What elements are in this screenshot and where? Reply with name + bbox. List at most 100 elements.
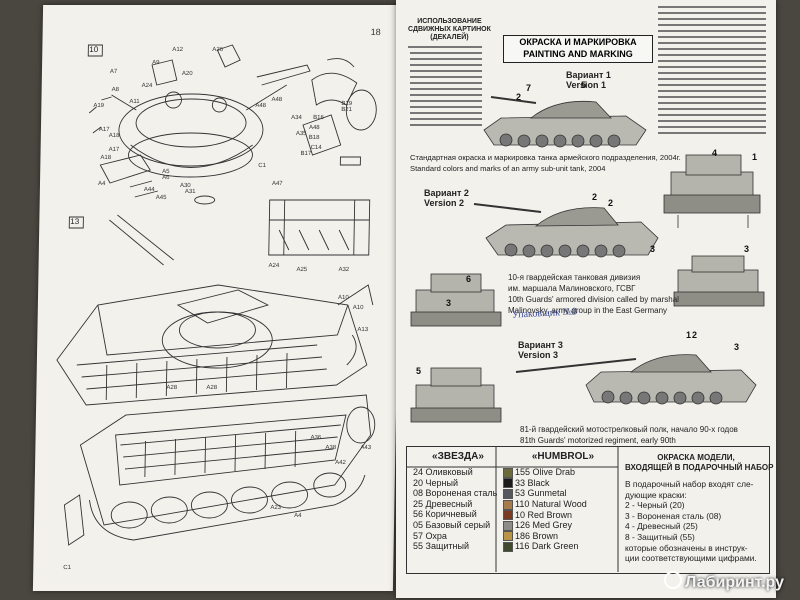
part-label: A45 [155,195,167,201]
part-label: A23 [270,505,282,511]
zvezda-paint-row: 25 Древесный [413,498,473,509]
part-label: A48 [308,125,320,131]
part-label: A30 [179,183,191,189]
part-label: A28 [206,385,218,391]
part-label: A10 [352,305,364,311]
part-label: A31 [184,189,196,195]
callout-number: 3 [650,244,656,254]
zvezda-paint-row: 55 Защитный [413,541,469,552]
watermark-text: Лабиринт.ру [685,574,784,591]
part-label: A12 [172,47,184,53]
part-label: B21 [341,107,353,113]
callout-number: 3 [446,298,452,308]
humbrol-paint-row: 110 Natural Wood [503,499,623,510]
callout-number: 4 [712,148,718,158]
humbrol-paint-row: 53 Gunmetal [503,488,623,499]
humbrol-paint-row: 116 Dark Green [503,541,623,552]
callout-number: 2 [608,198,614,208]
part-label: C1 [63,565,72,571]
version-1-ru: Вариант 1 [566,70,611,80]
gift-set-header: ОКРАСКА МОДЕЛИ, ВХОДЯЩЕЙ В ПОДАРОЧНЫЙ НА… [625,453,774,472]
part-label: A47 [271,181,283,187]
callout-number: 1 [686,330,692,340]
gift-set-row: 8 - Защитный (55) [625,531,695,542]
gift-set-column: ОКРАСКА МОДЕЛИ, ВХОДЯЩЕЙ В ПОДАРОЧНЫЙ НА… [625,447,774,573]
painting-marking-header: ОКРАСКА И МАРКИРОВКА PAINTING AND MARKIN… [503,35,653,63]
paint-swatch-icon [503,488,513,499]
callout-number: 2 [592,192,598,202]
zvezda-paint-row: 56 Коричневый [413,509,477,520]
paint-swatch-icon [503,531,513,542]
step-number-13: 13 [70,217,80,226]
paint-swatch-icon [503,467,513,478]
zvezda-paint-row: 57 Охра [413,530,447,541]
part-label: A24 [141,83,153,89]
tank-profile-drawings [406,6,766,572]
header-en: PAINTING AND MARKING [523,49,633,59]
part-label: A7 [109,69,118,75]
paint-swatch-icon [503,510,513,521]
part-label: A9 [152,60,160,66]
part-label: A18 [100,155,112,161]
part-label: A5 [162,169,170,175]
gift-set-row: 2 - Черный (20) [625,500,685,511]
version-2-caption-1: 10-я гвардейская танковая дивизия [508,273,641,282]
paint-swatch-icon [503,520,513,531]
part-label: A18 [108,133,120,139]
callout-number: 2 [516,92,522,102]
gift-set-row: В подарочный набор входят сле- [625,479,754,489]
part-label: A36 [310,435,322,441]
callout-number: 5 [416,366,422,376]
humbrol-paint-row: 155 Olive Drab [503,467,623,478]
site-watermark: Лабиринт.ру [664,571,784,592]
gift-set-row: 3 - Вороненая сталь (08) [625,510,722,521]
part-label: A24 [268,263,280,269]
gift-set-row: которые обозначены в инструк- [625,542,748,553]
part-label: B17 [300,151,312,157]
part-label: A11 [129,99,140,105]
humbrol-paint-row: 10 Red Brown [503,510,623,521]
part-label: A10 [337,295,349,301]
version-3-caption-en: 81th Guards' motorized regiment, early 9… [520,436,676,445]
callout-number: 7 [526,83,532,93]
part-label: B18 [308,135,320,141]
paint-swatch-icon [503,499,513,510]
part-label: A38 [325,445,337,451]
part-label: A44 [143,187,155,193]
humbrol-paint-row: 33 Black [503,478,623,489]
gift-set-row: ции соответствующими цифрами. [625,553,757,564]
zvezda-paint-row: 20 Черный [413,477,458,488]
version-3-caption-ru: 81-й гвардейский мотострелковый полк, на… [520,425,738,434]
labyrinth-logo-icon [664,571,683,589]
version-2-en: Version 2 [424,198,465,208]
paint-swatch-icon [503,478,513,489]
version-2-ru: Вариант 2 [424,188,469,198]
part-label: A32 [338,267,350,273]
version-2-caption-3: 10th Guards' armored division called by … [508,295,679,304]
step-number-10: 10 [89,45,99,54]
part-label: A25 [296,267,308,273]
part-label: C14 [310,145,322,151]
zvezda-paint-row: 05 Базовый серый [413,519,491,530]
decal-instructions-title: ИСПОЛЬЗОВАНИЕ СДВИЖНЫХ КАРТИНОК (ДЕКАЛЕЙ… [408,18,491,41]
part-label: A48 [271,97,283,103]
part-label: C1 [258,163,267,169]
part-label: A8 [111,87,120,93]
gift-set-row: 4 - Древесный (25) [625,521,698,532]
zvezda-header: «ЗВЕЗДА» [432,451,484,462]
part-label: A19 [93,103,105,109]
callout-number: 3 [734,342,740,352]
part-label: A13 [357,327,369,333]
callout-number: 5 [581,80,587,90]
callout-number: 1 [752,152,758,162]
version-3-en: Version 3 [518,350,559,360]
assembly-line-drawing [56,44,377,546]
part-label: A43 [360,445,372,451]
humbrol-paint-row: 186 Brown [503,531,623,542]
gift-set-row: дующие краски: [625,489,687,500]
zvezda-paint-row: 24 Оливковый [413,467,473,477]
